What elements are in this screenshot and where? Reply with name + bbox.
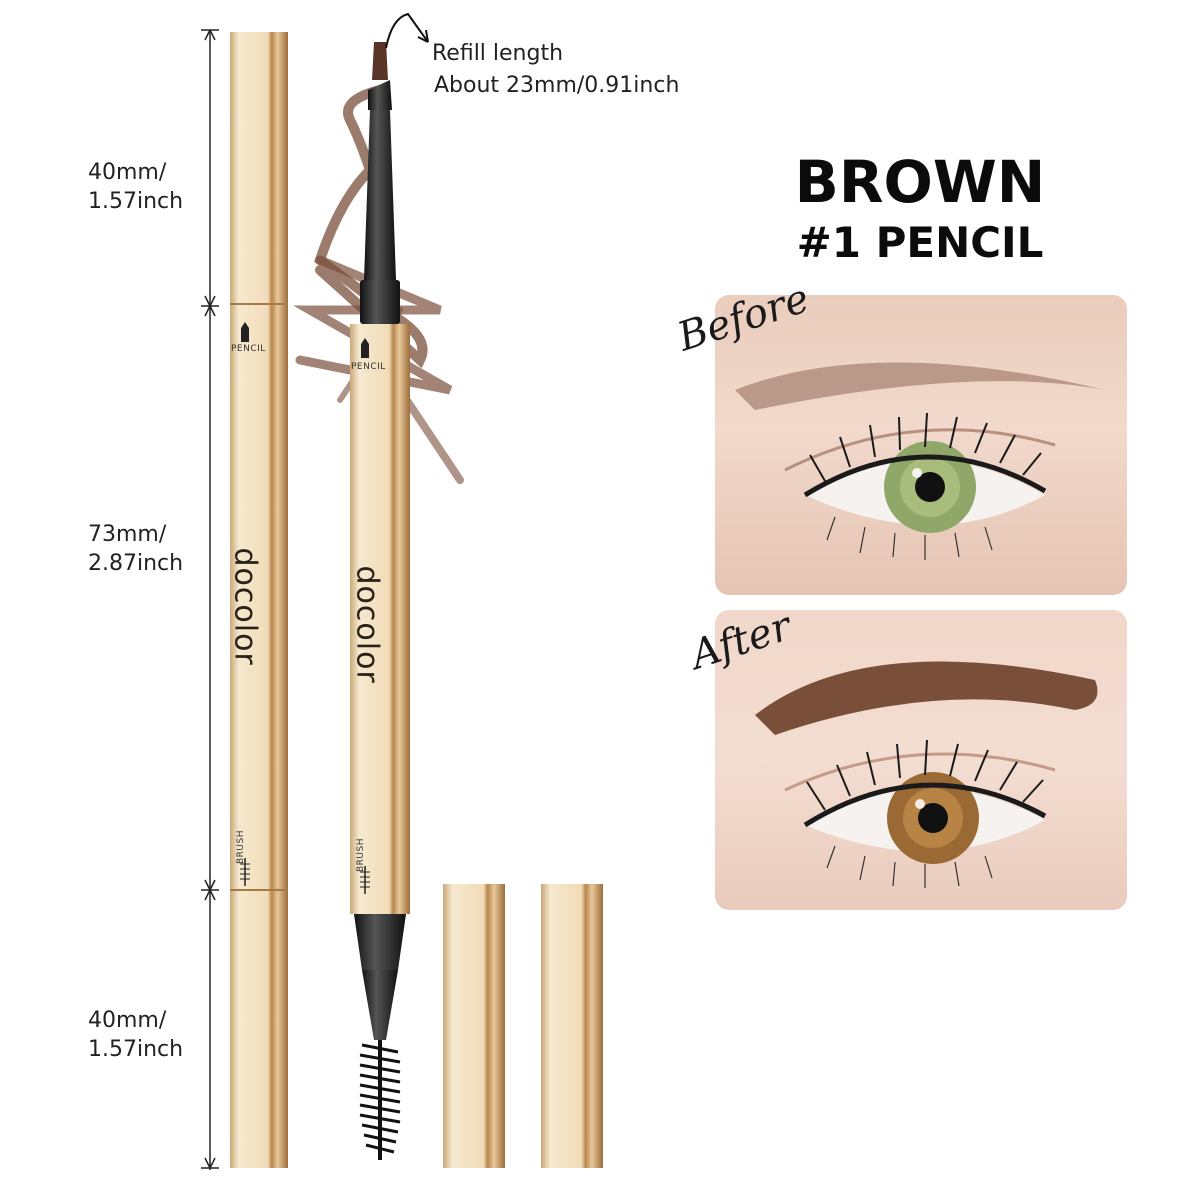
pencil-cap xyxy=(443,884,505,1168)
pencil-lead xyxy=(372,42,388,80)
refill-length-value: About 23mm/0.91inch xyxy=(434,73,680,98)
refill-arrow-icon xyxy=(385,12,429,49)
open-pencil xyxy=(350,42,410,1160)
spoolie-brush xyxy=(359,1040,401,1160)
color-name-heading: BROWN xyxy=(794,148,1046,216)
brush-cap xyxy=(541,884,603,1168)
brush-icon xyxy=(240,858,250,886)
closed-pencil xyxy=(230,32,288,1168)
closed-pencil-label: PENCIL xyxy=(231,344,266,354)
dimension-ruler xyxy=(201,29,219,1170)
open-brand-logo: docolor xyxy=(349,565,385,684)
pencil-icon xyxy=(241,322,249,342)
color-variant-heading: #1 PENCIL xyxy=(796,218,1044,267)
after-eye-illustration xyxy=(755,661,1098,888)
middle-length-label: 73mm/ 2.87inch xyxy=(88,522,184,576)
open-pencil-label: PENCIL xyxy=(351,362,386,372)
top-length-label: 40mm/ 1.57inch xyxy=(88,160,184,214)
refill-length-label: Refill length xyxy=(432,41,564,66)
before-photo xyxy=(715,295,1127,595)
bottom-length-label: 40mm/ 1.57inch xyxy=(88,1008,184,1062)
pencil-icon xyxy=(361,338,369,358)
pencil-body-closed xyxy=(230,32,288,1168)
before-eye-illustration xyxy=(735,362,1105,560)
closed-brand-logo: docolor xyxy=(227,547,263,666)
after-photo xyxy=(715,610,1127,910)
brush-icon xyxy=(360,866,370,894)
